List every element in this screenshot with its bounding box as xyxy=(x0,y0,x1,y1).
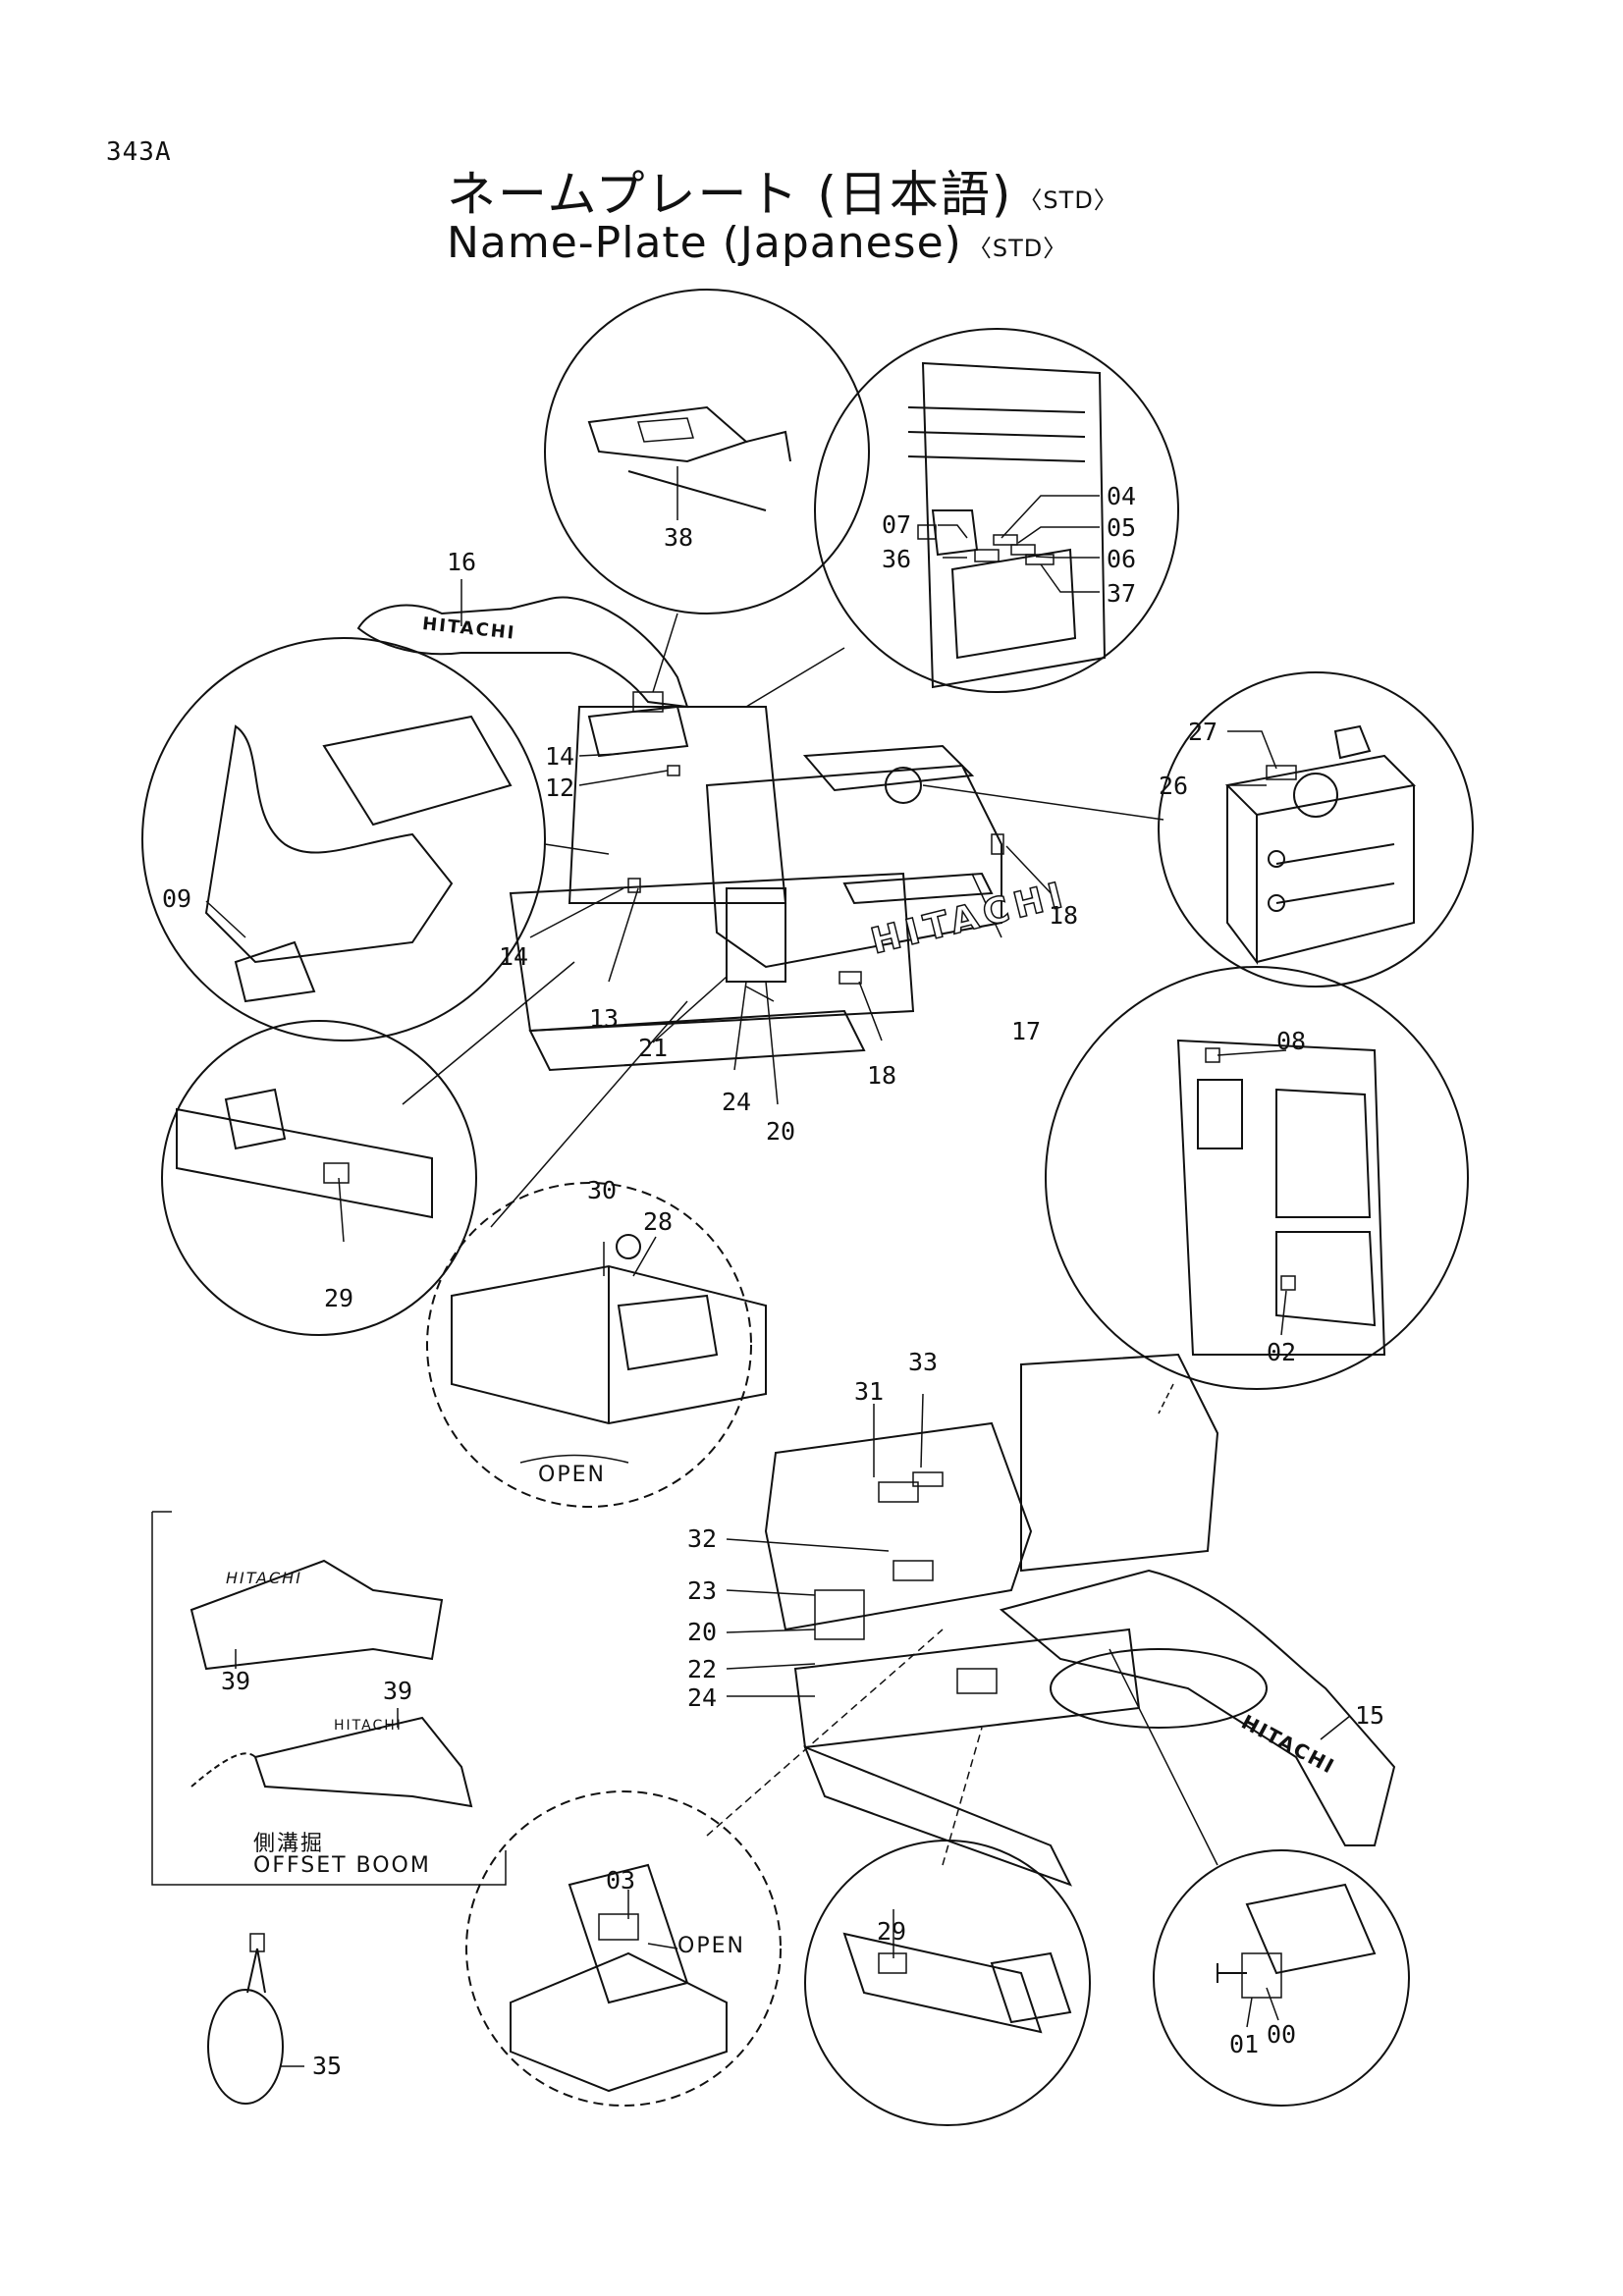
callout-26: 26 xyxy=(1159,772,1189,800)
callout-28: 28 xyxy=(643,1207,674,1236)
callout-18-lower: 18 xyxy=(867,1061,897,1090)
callout-03: 03 xyxy=(606,1866,636,1895)
callout-15: 15 xyxy=(1355,1701,1385,1730)
std-tag: STD xyxy=(1018,187,1117,214)
detail-circle-engine xyxy=(141,637,546,1041)
callout-35: 35 xyxy=(312,2052,343,2080)
callout-17: 17 xyxy=(1011,1017,1042,1045)
callout-22: 22 xyxy=(687,1655,718,1683)
callout-07: 07 xyxy=(882,510,912,539)
callout-27: 27 xyxy=(1188,718,1218,746)
excavator-side-view xyxy=(764,1353,1396,1887)
callout-39-right: 39 xyxy=(383,1677,413,1705)
open-label-cover: OPEN xyxy=(677,1934,745,1958)
callout-16: 16 xyxy=(447,548,477,576)
title-english-text: Name-Plate (Japanese) xyxy=(447,218,962,268)
mirror-part xyxy=(207,1933,284,2105)
detail-circle-battery-box xyxy=(426,1182,767,1508)
title-japanese-text: ネームプレート (日本語) xyxy=(447,166,1013,223)
offset-boom-jp-label: 側溝掘 xyxy=(253,1832,325,1856)
detail-circle-control-panel xyxy=(1158,671,1474,988)
callout-33: 33 xyxy=(908,1348,939,1376)
callout-29-upper: 29 xyxy=(324,1284,354,1312)
detail-circle-service-cover xyxy=(465,1790,782,2107)
std-tag: STD xyxy=(968,235,1067,262)
callout-05: 05 xyxy=(1107,513,1137,542)
callout-30: 30 xyxy=(587,1176,618,1204)
callout-12: 12 xyxy=(545,774,575,802)
offset-logo-2: HITACHI xyxy=(334,1718,403,1734)
callout-20-lower: 20 xyxy=(687,1618,718,1646)
callout-18-right: 18 xyxy=(1049,901,1079,930)
detail-connectors xyxy=(402,613,1218,1866)
detail-circle-cab-roof xyxy=(544,289,870,614)
offset-boom-en-label: OFFSET BOOM xyxy=(253,1853,431,1878)
detail-circle-cab-door xyxy=(1045,966,1469,1390)
leader-lines xyxy=(205,466,1351,2067)
detail-circle-boom-pin xyxy=(1153,1849,1410,2107)
page-code: 343A xyxy=(106,137,172,167)
callout-02: 02 xyxy=(1267,1338,1297,1366)
callout-14-upper: 14 xyxy=(545,742,575,771)
callout-29-lower: 29 xyxy=(877,1917,907,1946)
callout-31: 31 xyxy=(854,1377,885,1406)
callout-38: 38 xyxy=(664,523,694,552)
excavator-top-view xyxy=(356,596,1004,1072)
callout-37: 37 xyxy=(1107,579,1137,608)
callout-00: 00 xyxy=(1267,2020,1297,2049)
callout-08: 08 xyxy=(1276,1027,1307,1055)
offset-logo-1: HITACHI xyxy=(226,1569,302,1587)
callout-20-upper: 20 xyxy=(766,1117,796,1146)
detail-circle-track-frame xyxy=(161,1020,477,1336)
callout-01: 01 xyxy=(1229,2030,1260,2058)
callout-23: 23 xyxy=(687,1576,718,1605)
callout-24-lower: 24 xyxy=(687,1683,718,1712)
detail-circle-track-side xyxy=(804,1840,1091,2126)
detail-circle-door-window xyxy=(814,328,1179,693)
open-label-battery: OPEN xyxy=(538,1463,606,1487)
callout-04: 04 xyxy=(1107,482,1137,510)
callout-06: 06 xyxy=(1107,545,1137,573)
callout-14-lower: 14 xyxy=(499,942,529,971)
callout-24-upper: 24 xyxy=(722,1088,752,1116)
callout-13: 13 xyxy=(589,1004,620,1033)
callout-32: 32 xyxy=(687,1524,718,1553)
callout-36: 36 xyxy=(882,545,912,573)
callout-09: 09 xyxy=(162,884,192,913)
callout-21: 21 xyxy=(638,1034,669,1062)
callout-39-left: 39 xyxy=(221,1667,251,1695)
title-japanese: ネームプレート (日本語)STD xyxy=(447,155,1118,226)
offset-boom-inset xyxy=(151,1511,507,1886)
title-english: Name-Plate (Japanese)STD xyxy=(447,218,1067,268)
